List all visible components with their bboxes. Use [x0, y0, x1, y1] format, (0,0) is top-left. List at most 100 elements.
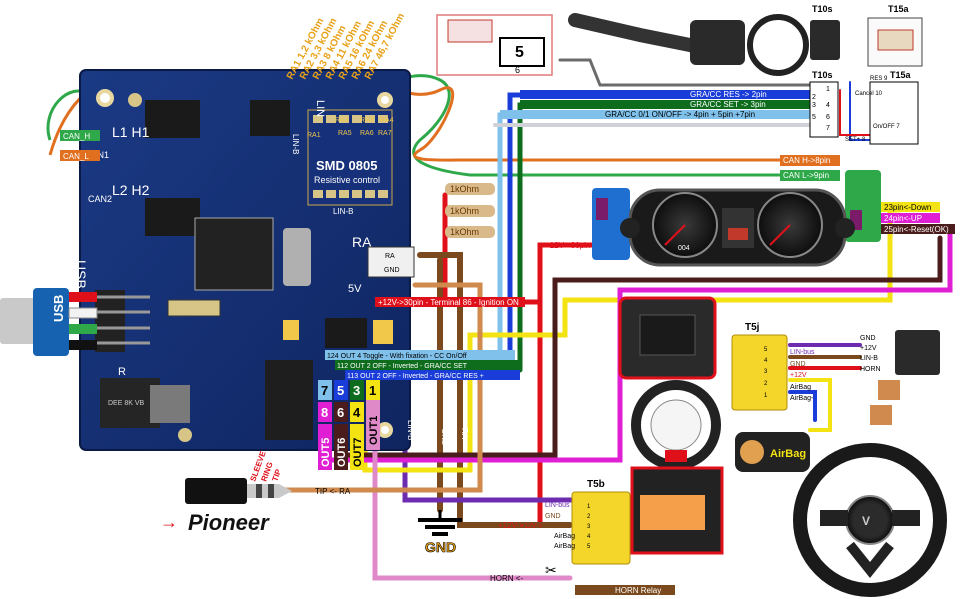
pad-ra7: RA7	[378, 130, 392, 137]
svg-text:5: 5	[587, 544, 591, 550]
l2h2-label: L2 H2	[112, 182, 150, 198]
instrument-cluster: 004	[592, 170, 881, 267]
svg-text:3: 3	[764, 369, 768, 375]
linb-label-horiz: LIN-B	[333, 207, 353, 216]
capacitor	[373, 320, 393, 344]
capacitor	[283, 320, 299, 340]
svg-text:2: 2	[812, 94, 816, 101]
label-out2: 112 OUT 2 OFF - Inverted - GRA/CC SET	[337, 363, 468, 370]
svg-text:1: 1	[587, 504, 591, 510]
pad-ra1: RA1	[307, 132, 321, 139]
can2-label: CAN2	[88, 194, 112, 204]
svg-text:5: 5	[337, 383, 344, 398]
svg-text:GND: GND	[545, 513, 561, 520]
wire-labels: GRA/CC RES -> 2pin GRA/CC SET -> 3pin GR…	[375, 90, 955, 307]
svg-text:LIN-bus: LIN-bus	[790, 349, 815, 356]
gnd-label: GND	[425, 539, 456, 555]
svg-text:AirBag: AirBag	[770, 448, 806, 460]
usb-plug-label: USB	[51, 295, 66, 322]
pad-ra2: RA2	[335, 117, 349, 124]
svg-text:CAN_H: CAN_H	[63, 132, 90, 141]
svg-text:T5b: T5b	[587, 479, 605, 490]
svg-text:GND: GND	[384, 267, 400, 274]
pad-ra4: RA4	[380, 117, 394, 124]
t5b-connector: T5b 1 2 3 4 5 LIN-bus GND +12V-> AirBag …	[520, 479, 631, 565]
label-25pin: 25pin<-Reset(OK)	[884, 225, 949, 234]
can-transceiver-2	[145, 198, 200, 236]
usb-pin-header	[60, 290, 150, 352]
microcontroller	[194, 217, 274, 291]
button-connector: GND +12V LIN-B HORN	[860, 330, 940, 425]
svg-text:1: 1	[369, 383, 376, 398]
svg-text:TIP: TIP	[270, 467, 283, 482]
label-24pin: 24pin<-UP	[884, 214, 922, 223]
output-labels: 124 OUT 4 Toggle - With fixation - CC On…	[325, 350, 520, 380]
t15a-connector-photo: T15a	[867, 4, 923, 67]
label-23pin: 23pin<-Down	[884, 203, 931, 212]
svg-text:T15a: T15a	[890, 70, 912, 80]
label-terminal86: +12V->30pin - Terminal 86 - Ignition ON	[378, 298, 519, 307]
svg-text:+12V->: +12V->	[498, 521, 524, 530]
svg-text:6: 6	[337, 405, 344, 420]
svg-text:T5j: T5j	[745, 322, 760, 333]
pioneer-logo: → Pioneer	[160, 510, 270, 535]
pad-ra5: RA5	[338, 130, 352, 137]
smd-subtitle: Resistive control	[314, 175, 380, 185]
output-driver-ic	[265, 360, 313, 440]
svg-text:LIN-B: LIN-B	[860, 355, 878, 362]
svg-text:3: 3	[353, 383, 360, 398]
label-out4: 124 OUT 4 Toggle - With fixation - CC On…	[327, 353, 467, 360]
cruise-control-stalk	[568, 13, 809, 76]
svg-text:Pioneer: Pioneer	[188, 510, 270, 535]
pullup-resistors: 1kOhm 1kOhm 1kOhm	[445, 183, 495, 238]
label-res: GRA/CC RES -> 2pin	[690, 90, 767, 99]
r-label: R	[118, 366, 126, 378]
pad-ra3: RA3	[360, 117, 374, 124]
svg-text:OUT7: OUT7	[352, 438, 364, 467]
svg-text:5: 5	[812, 114, 816, 121]
pad-row	[167, 299, 221, 317]
can-transceiver-1	[145, 100, 200, 138]
clock-spring-photo	[618, 296, 724, 555]
scissors-icon: ✂	[545, 562, 557, 578]
svg-text:GND: GND	[860, 335, 876, 342]
svg-text:Cancel 10: Cancel 10	[855, 91, 883, 97]
svg-text:6: 6	[826, 114, 830, 121]
vertical-wire-labels: LIN-B RA GND +12V->	[406, 420, 524, 530]
label-set: GRA/CC SET -> 3pin	[690, 100, 766, 109]
t5j-connector: T5j 5 4 3 2 1 LIN-bus GND +12V AirBag Ai…	[731, 322, 815, 411]
svg-text:T10s: T10s	[812, 4, 833, 14]
resistor-array	[307, 109, 393, 206]
svg-text:OUT6: OUT6	[336, 438, 348, 467]
crystal	[283, 228, 311, 286]
ra-gnd-header	[367, 246, 415, 278]
svg-text:AirBag: AirBag	[554, 543, 575, 550]
svg-text:3: 3	[587, 524, 591, 530]
svg-text:V: V	[862, 514, 870, 528]
t10s-pin-block: T10s 1 2 3 4 5 6 7	[809, 70, 839, 138]
horn-relay: HORN <- ✂ HORN Relay	[490, 562, 675, 595]
svg-text:4: 4	[764, 358, 768, 364]
svg-text:AirBag: AirBag	[554, 533, 575, 540]
t15a-pin-block: T15a RES 9 Cancel 10 On/OFF 7 SET+ 8	[845, 70, 919, 145]
svg-text:GND: GND	[790, 361, 806, 368]
ra-pcb-label: RA	[352, 234, 372, 250]
svg-text:+12V: +12V	[790, 372, 807, 379]
svg-text:GND: GND	[440, 428, 449, 446]
linb-label-vert: LIN-B	[291, 134, 300, 154]
horn-relay-label: HORN Relay	[615, 586, 661, 595]
svg-text:8: 8	[321, 405, 328, 420]
can-h-tag	[60, 130, 100, 141]
stalk-diagram: 5 6	[436, 14, 553, 76]
svg-text:OUT1: OUT1	[368, 416, 380, 445]
label-onoff: GRA/CC 0/1 ON/OFF -> 4pin + 5pin +7pin	[605, 110, 755, 119]
label-out1: 113 OUT 2 OFF - Inverted - GRA/CC RES +	[347, 373, 484, 380]
svg-text:DEE 8K VB: DEE 8K VB	[108, 400, 145, 407]
svg-text:3: 3	[812, 102, 816, 109]
t10s-connector: T10s	[810, 4, 840, 60]
label-can-l: CAN L->9pin	[783, 171, 829, 180]
horn-wire-label: HORN <-	[490, 574, 523, 583]
svg-text:T15a: T15a	[888, 4, 910, 14]
svg-text:→: →	[160, 512, 178, 532]
